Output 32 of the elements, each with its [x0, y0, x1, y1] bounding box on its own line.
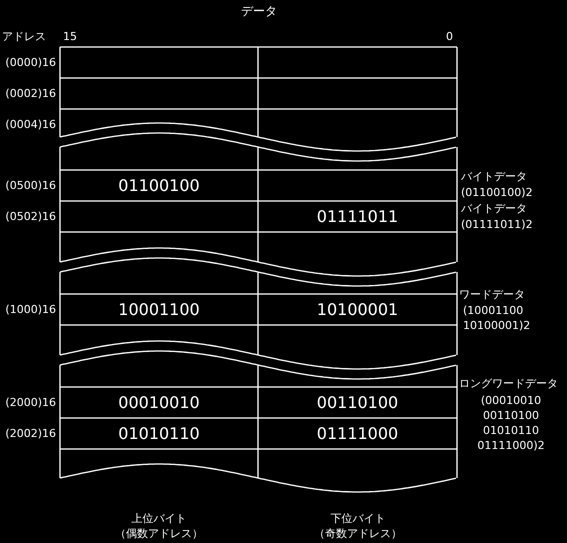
memory-cell: 00110100 — [260, 389, 455, 416]
data-type-label: ワードデータ — [459, 287, 525, 302]
binary-value: (10001100 10100001)2 — [463, 303, 532, 333]
memory-cell: 10100001 — [260, 296, 455, 323]
column-caption: （奇数アドレス） — [314, 526, 402, 541]
memory-cell: 00010010 — [62, 389, 256, 416]
bit-number: 15 — [63, 29, 77, 44]
address-label: (0004)16 — [5, 117, 56, 132]
column-caption: 上位バイト — [132, 511, 186, 526]
binary-value: (01100100)2 — [461, 185, 533, 200]
address-label: (2000)16 — [5, 395, 56, 410]
column-header: アドレス — [2, 29, 46, 44]
address-label: (1000)16 — [5, 302, 56, 317]
address-label: (0502)16 — [5, 209, 56, 224]
column-caption: （偶数アドレス） — [115, 526, 203, 541]
memory-cell: 01100100 — [62, 172, 256, 199]
memory-cell: 01111011 — [260, 203, 455, 230]
memory-cell: 01111000 — [260, 420, 455, 447]
data-type-label: バイトデータ — [461, 169, 527, 184]
memory-cell: 10001100 — [62, 296, 256, 323]
data-type-label: バイトデータ — [461, 201, 527, 216]
binary-value: (00010010 00110100 01010110 01111000)2 — [476, 393, 546, 453]
binary-value: (01111011)2 — [461, 217, 533, 232]
title: データ — [241, 4, 277, 19]
address-label: (0500)16 — [5, 178, 56, 193]
data-type-label: ロングワードデータ — [459, 376, 558, 391]
address-label: (2002)16 — [5, 426, 56, 441]
memory-cell: 01010110 — [62, 420, 256, 447]
address-label: (0002)16 — [5, 86, 56, 101]
address-label: (0000)16 — [5, 55, 56, 70]
bit-number: 0 — [446, 29, 453, 44]
column-caption: 下位バイト — [330, 511, 386, 526]
